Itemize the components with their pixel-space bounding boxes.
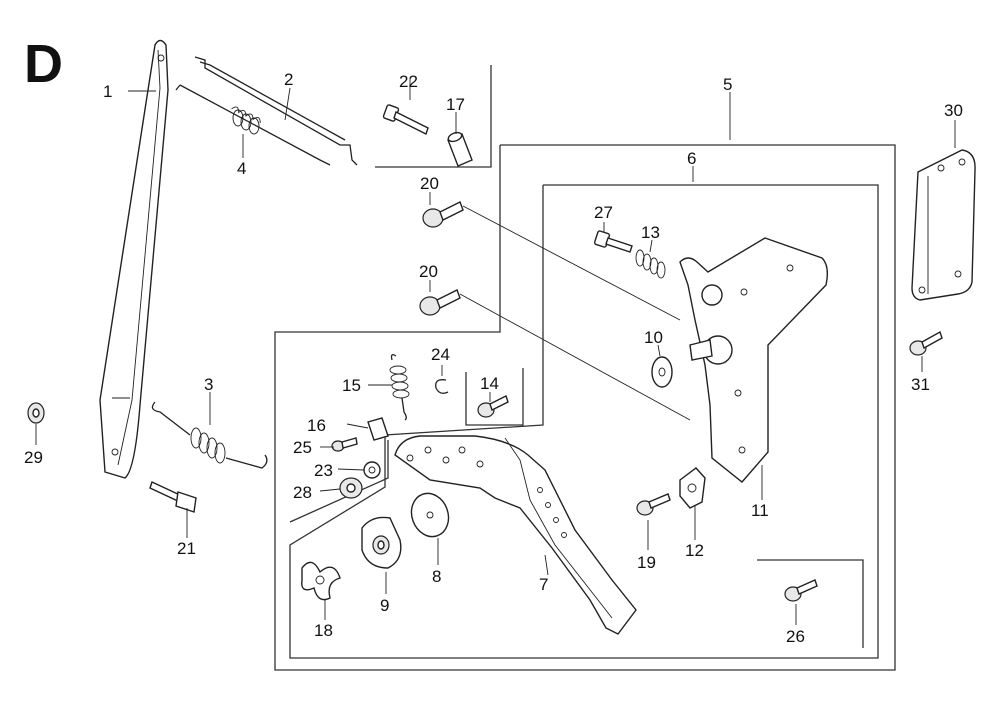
collar-part-17 <box>447 131 473 167</box>
callout-31: 31 <box>911 375 930 394</box>
callout-6: 6 <box>687 149 696 168</box>
callout-26: 26 <box>786 627 805 646</box>
bracket-part-12 <box>679 467 706 509</box>
arm-part-1 <box>99 39 169 479</box>
callout-17: 17 <box>446 95 465 114</box>
rod-part-2 <box>194 56 358 166</box>
bolt-part-31 <box>909 330 943 356</box>
group-frame-14 <box>465 368 524 426</box>
callout-20-lower: 20 <box>419 262 438 281</box>
wing-nut-part-18 <box>301 561 341 601</box>
disc-part-8 <box>410 492 450 538</box>
bolt-part-26 <box>784 579 818 602</box>
callout-24: 24 <box>431 345 450 364</box>
washer-part-23 <box>363 461 381 479</box>
leader-lines <box>35 78 956 625</box>
group-frame-16 <box>289 440 389 523</box>
bolt-part-19 <box>636 493 671 516</box>
callout-5: 5 <box>723 75 732 94</box>
spring-part-3 <box>151 401 268 469</box>
group-frame-5 <box>274 144 896 671</box>
group-frame-17 <box>375 65 492 168</box>
nut-part-28 <box>339 477 363 499</box>
group-frame-26 <box>757 559 864 648</box>
callout-16: 16 <box>307 416 326 435</box>
cam-part-9 <box>361 516 402 569</box>
lever-part-7 <box>394 435 637 635</box>
clip-part-24 <box>435 379 449 394</box>
callout-29: 29 <box>24 448 43 467</box>
callout-12: 12 <box>685 541 704 560</box>
rod-part-4 <box>175 84 331 166</box>
washer-part-10 <box>651 356 673 388</box>
callout-8: 8 <box>432 567 441 586</box>
callout-20-upper: 20 <box>420 174 439 193</box>
callout-7: 7 <box>539 575 548 594</box>
callout-28: 28 <box>293 483 312 502</box>
bracket-plate-part-11 <box>679 237 829 483</box>
callout-22: 22 <box>399 72 418 91</box>
callout-27: 27 <box>594 203 613 222</box>
callout-25: 25 <box>293 438 312 457</box>
bolt-part-22 <box>382 104 429 135</box>
bolt-part-20-lower <box>419 289 691 421</box>
section-letter: D <box>24 34 63 94</box>
callout-14: 14 <box>480 374 499 393</box>
callout-2: 2 <box>284 70 293 89</box>
bolt-part-20-upper <box>422 201 681 321</box>
group-frame-6 <box>289 184 879 659</box>
pin-part-16 <box>367 417 389 441</box>
callout-10: 10 <box>644 328 663 347</box>
bolt-part-27 <box>593 230 633 253</box>
callout-13: 13 <box>641 223 660 242</box>
callout-30: 30 <box>944 101 963 120</box>
callout-labels: 1 2 3 4 5 6 7 8 9 10 11 12 13 14 15 16 1… <box>24 70 963 646</box>
callout-23: 23 <box>314 461 333 480</box>
callout-11: 11 <box>751 501 769 520</box>
nut-part-29 <box>27 402 45 424</box>
callout-9: 9 <box>380 596 389 615</box>
callout-18: 18 <box>314 621 333 640</box>
callout-19: 19 <box>637 553 656 572</box>
plate-part-30 <box>911 149 976 301</box>
callout-1: 1 <box>103 82 112 101</box>
callout-15: 15 <box>342 376 361 395</box>
spring-part-15 <box>389 354 410 421</box>
spring-part-13 <box>635 249 666 279</box>
callout-21: 21 <box>177 539 196 558</box>
callout-4: 4 <box>237 159 246 178</box>
bolt-part-25 <box>331 437 358 452</box>
bolt-part-21 <box>149 481 197 513</box>
callout-3: 3 <box>204 375 213 394</box>
bolt-part-14 <box>477 395 509 418</box>
